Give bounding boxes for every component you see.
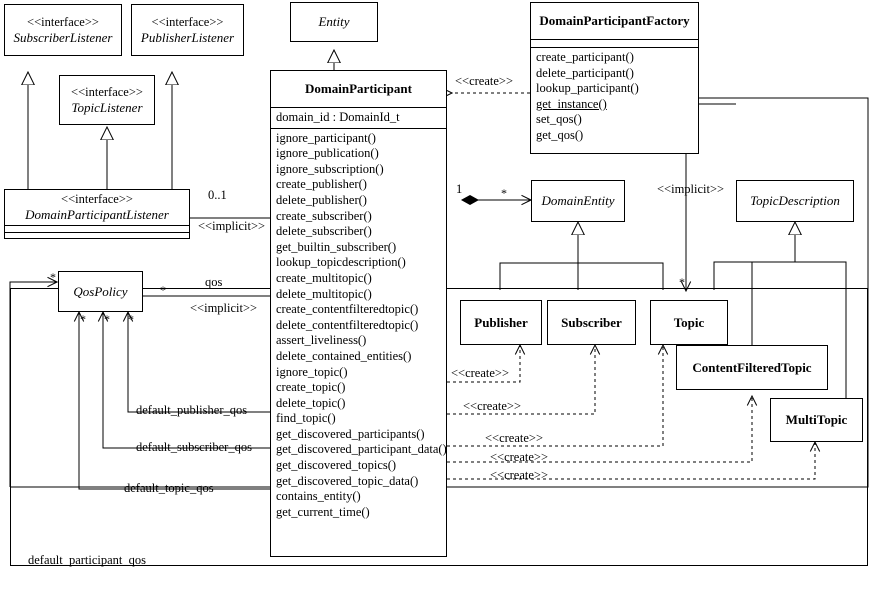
- class-name: PublisherListener: [140, 29, 235, 45]
- label-create-topic: <<create>>: [485, 431, 544, 445]
- class-domain-entity[interactable]: DomainEntity: [531, 180, 625, 222]
- class-multi-topic[interactable]: MultiTopic: [770, 398, 863, 442]
- class-name: Topic: [673, 314, 705, 330]
- operation-row[interactable]: delete_multitopic(): [276, 286, 372, 301]
- class-stereotype: <<interface>>: [151, 14, 224, 29]
- class-topic-description[interactable]: TopicDescription: [736, 180, 854, 222]
- class-name: Publisher: [474, 314, 528, 330]
- class-name: TopicListener: [71, 99, 143, 115]
- operation-row[interactable]: create_topic(): [276, 380, 346, 395]
- operation-row[interactable]: delete_publisher(): [276, 192, 367, 207]
- operation-row[interactable]: delete_contentfilteredtopic(): [276, 317, 419, 332]
- operation-row[interactable]: get_builtin_subscriber(): [276, 239, 397, 254]
- class-stereotype: <<interface>>: [71, 84, 143, 99]
- operation-row[interactable]: get_discovered_participant_data(): [276, 442, 447, 457]
- class-name: Entity: [318, 14, 350, 29]
- class-name: DomainParticipant: [305, 81, 412, 96]
- class-title-compartment: DomainParticipantFactory: [531, 3, 698, 39]
- class-stereotype: <<interface>>: [27, 14, 99, 29]
- operation-row[interactable]: lookup_participant(): [536, 81, 639, 96]
- label-default-publisher-qos: default_publisher_qos: [136, 403, 248, 417]
- operation-row[interactable]: ignore_topic(): [276, 364, 348, 379]
- label-star-publisher-qos: *: [128, 312, 134, 326]
- label-composition-one: 1: [456, 182, 463, 196]
- operation-row[interactable]: find_topic(): [276, 411, 336, 426]
- operation-row[interactable]: delete_topic(): [276, 395, 346, 410]
- operation-row[interactable]: ignore_participant(): [276, 130, 376, 145]
- label-listener-multiplicity: 0..1: [208, 188, 227, 202]
- label-star-subscriber-qos: *: [104, 312, 110, 326]
- class-name: QosPolicy: [73, 283, 128, 299]
- operation-row[interactable]: create_publisher(): [276, 177, 367, 192]
- class-name: SubscriberListener: [13, 29, 113, 45]
- attributes-compartment: domain_id : DomainId_t: [271, 107, 446, 128]
- operation-row[interactable]: create_participant(): [536, 50, 634, 64]
- operation-row[interactable]: ignore_publication(): [276, 146, 379, 161]
- class-qos-policy[interactable]: QosPolicy: [58, 271, 143, 312]
- label-topic-star: *: [679, 275, 685, 289]
- operation-row[interactable]: get_discovered_topics(): [276, 458, 397, 473]
- operation-row[interactable]: create_subscriber(): [276, 208, 372, 223]
- operation-row[interactable]: contains_entity(): [276, 489, 361, 504]
- label-qos-star-left: *: [50, 270, 56, 284]
- class-domain-participant-factory[interactable]: DomainParticipantFactory create_particip…: [530, 2, 699, 154]
- class-title-compartment: DomainParticipant: [271, 71, 446, 107]
- label-create-multitopic: <<create>>: [490, 468, 549, 482]
- operations-compartment: ignore_participant() ignore_publication(…: [271, 127, 447, 523]
- operations-compartment: [5, 231, 189, 239]
- operation-row[interactable]: get_qos(): [536, 127, 584, 142]
- label-qos-star-target: *: [160, 283, 166, 297]
- label-create-factory-participant: <<create>>: [455, 74, 514, 88]
- class-subscriber[interactable]: Subscriber: [547, 300, 636, 345]
- label-implicit-qos: <<implicit>>: [190, 301, 258, 315]
- class-stereotype: <<interface>>: [61, 192, 133, 206]
- label-create-publisher: <<create>>: [451, 366, 510, 380]
- operation-row[interactable]: lookup_topicdescription(): [276, 255, 406, 270]
- label-default-participant-qos: default_participant_qos: [28, 553, 147, 567]
- operation-row[interactable]: get_discovered_topic_data(): [276, 473, 419, 488]
- label-implicit-listener: <<implicit>>: [198, 219, 266, 233]
- class-topic[interactable]: Topic: [650, 300, 728, 345]
- operations-compartment: create_participant() delete_participant(…: [531, 47, 698, 146]
- operation-row[interactable]: create_multitopic(): [276, 270, 372, 285]
- operation-row[interactable]: delete_contained_entities(): [276, 348, 412, 363]
- class-name: ContentFilteredTopic: [692, 359, 812, 375]
- class-domain-participant[interactable]: DomainParticipant domain_id : DomainId_t…: [270, 70, 447, 557]
- operation-row[interactable]: create_contentfilteredtopic(): [276, 302, 419, 317]
- class-name: MultiTopic: [785, 412, 848, 427]
- class-domain-participant-listener[interactable]: <<interface>> DomainParticipantListener: [4, 189, 190, 239]
- label-create-contentfilteredtopic: <<create>>: [490, 450, 549, 464]
- operation-row[interactable]: assert_liveliness(): [276, 333, 367, 348]
- label-domain-entity-star: *: [501, 186, 507, 200]
- class-topic-listener[interactable]: <<interface>> TopicListener: [59, 75, 155, 125]
- class-content-filtered-topic[interactable]: ContentFilteredTopic: [676, 345, 828, 390]
- label-create-subscriber: <<create>>: [463, 399, 522, 413]
- operation-row[interactable]: set_qos(): [536, 112, 582, 127]
- label-implicit-topicdescription: <<implicit>>: [657, 182, 725, 196]
- class-name: DomainParticipantListener: [25, 207, 169, 222]
- label-default-subscriber-qos: default_subscriber_qos: [136, 440, 252, 454]
- label-qos-role: qos: [205, 275, 223, 289]
- operation-row-static[interactable]: get_instance(): [536, 96, 607, 111]
- class-publisher-listener[interactable]: <<interface>> PublisherListener: [131, 4, 244, 56]
- class-publisher[interactable]: Publisher: [460, 300, 542, 345]
- class-name: Subscriber: [561, 314, 622, 330]
- attributes-compartment: [5, 225, 189, 232]
- operation-row[interactable]: get_current_time(): [276, 504, 370, 519]
- label-star-topic-qos: *: [80, 312, 86, 326]
- operation-row[interactable]: get_discovered_participants(): [276, 426, 425, 441]
- attributes-compartment: [531, 39, 698, 47]
- class-name: TopicDescription: [750, 193, 840, 208]
- class-name: DomainEntity: [541, 193, 615, 208]
- operation-row[interactable]: ignore_subscription(): [276, 161, 384, 176]
- label-default-topic-qos: default_topic_qos: [124, 481, 214, 495]
- attribute-row: domain_id : DomainId_t: [276, 110, 400, 124]
- class-entity[interactable]: Entity: [290, 2, 378, 42]
- operation-row[interactable]: delete_subscriber(): [276, 224, 372, 239]
- class-name: DomainParticipantFactory: [539, 13, 690, 28]
- operation-row[interactable]: delete_participant(): [536, 65, 634, 80]
- class-subscriber-listener[interactable]: <<interface>> SubscriberListener: [4, 4, 122, 56]
